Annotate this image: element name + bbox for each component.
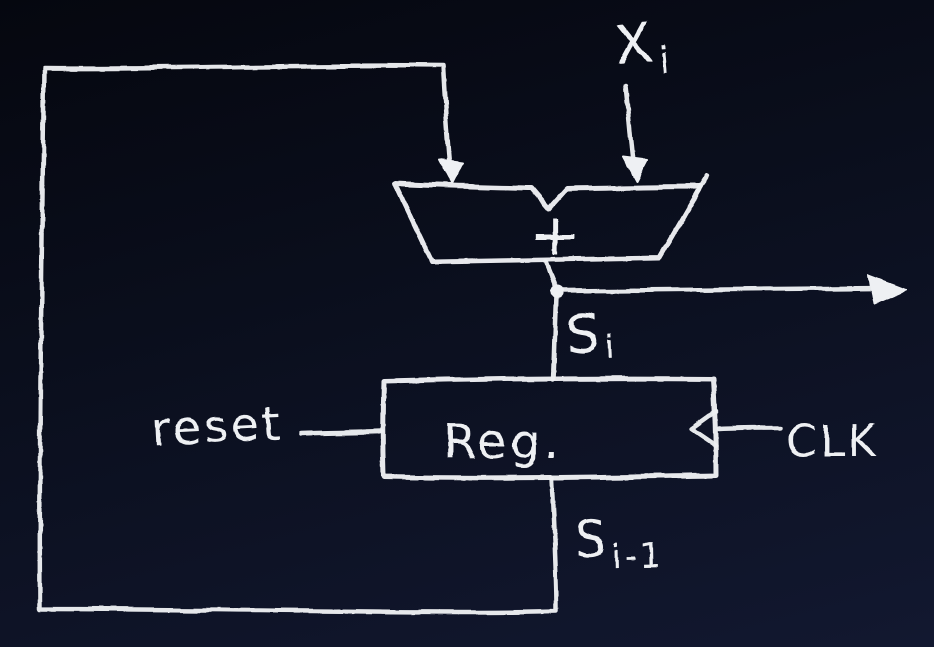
xi-label-base: X <box>612 11 657 77</box>
clk-label: CLK <box>786 416 879 467</box>
xi-label-subscript: i <box>658 40 675 82</box>
feedback-loop-wire <box>37 63 560 615</box>
chalk-strokes-group <box>37 63 907 615</box>
adder-shape <box>392 181 704 265</box>
si-wire <box>550 292 559 383</box>
xi-label: Xi <box>612 9 674 86</box>
si-prev-label-base: S <box>574 510 610 569</box>
clock-triangle-icon <box>688 408 719 449</box>
si-prev-label-subscript: i-1 <box>612 536 665 577</box>
xi-arrowhead-icon <box>622 156 648 182</box>
register-label: Reg. <box>443 414 561 470</box>
register-box <box>380 376 719 481</box>
si-prev-label: Si-1 <box>574 509 664 578</box>
si-label-base: S <box>565 302 604 366</box>
feedback-arrowhead-icon <box>438 158 464 185</box>
reset-label: reset <box>150 396 284 457</box>
si-label-subscript: i <box>605 328 619 368</box>
output-arrowhead-icon <box>868 275 907 305</box>
reset-wire <box>297 428 385 436</box>
plus-label: + <box>530 200 583 270</box>
sum-output-wire <box>559 285 887 294</box>
xi-input-wire <box>623 83 637 169</box>
chalk-labels-group: Xi + Si reset Reg. CLK Si-1 <box>150 9 879 578</box>
adder-corner-overstroke <box>695 173 711 195</box>
si-label: Si <box>565 301 619 370</box>
clk-wire <box>716 425 783 432</box>
